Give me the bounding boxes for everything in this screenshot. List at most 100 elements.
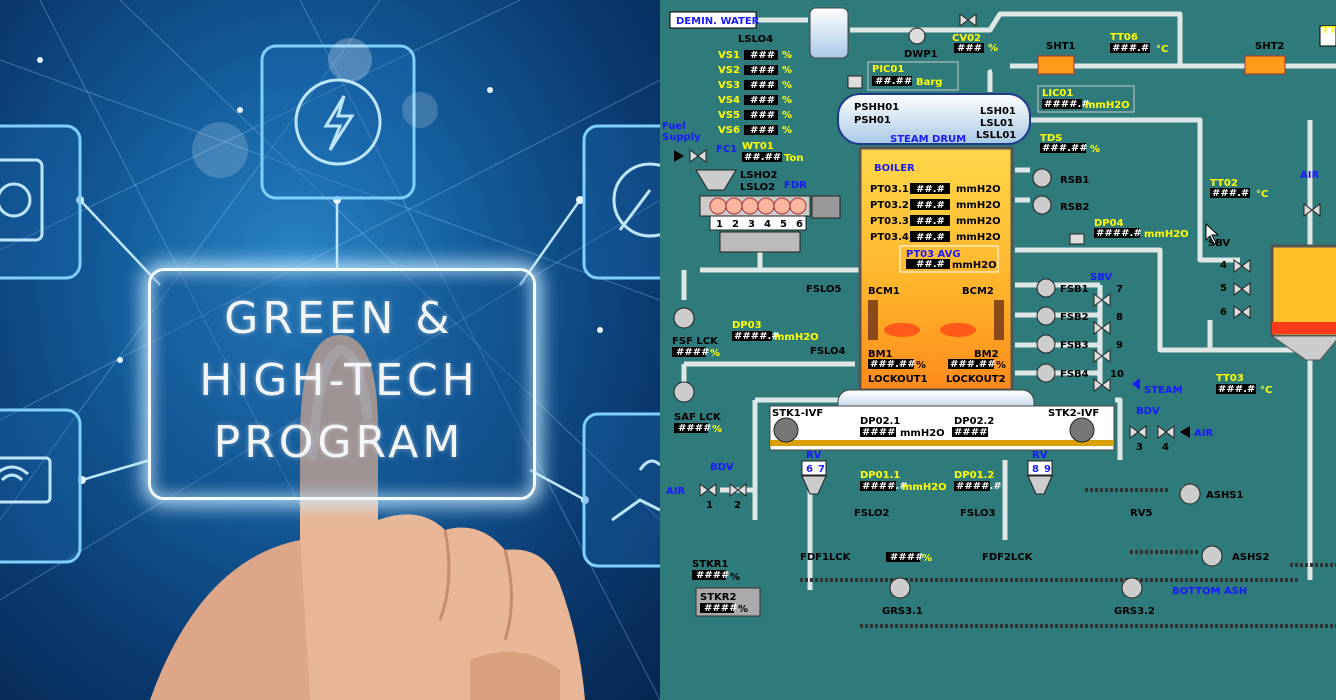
vs6-value: ### xyxy=(750,125,775,136)
network-background xyxy=(0,0,660,700)
dp021-unit: mmH2O xyxy=(900,428,945,439)
tt06-unit: °C xyxy=(1156,44,1168,55)
fslo4-label: FSLO4 xyxy=(810,346,846,357)
steam-drum-label: STEAM DRUM xyxy=(890,134,966,145)
pt-readings: PT03.1 PT03.2 PT03.3 PT03.4 ##.# ##.# ##… xyxy=(870,183,1001,243)
fslo5-label: FSLO5 xyxy=(806,284,842,295)
pt034-value: ##.# xyxy=(916,232,945,243)
tt02-value: ###.# xyxy=(1212,188,1249,199)
lic01-label: LIC01 xyxy=(1042,88,1073,99)
stkr1-value: #### xyxy=(696,570,730,581)
sht2-label: SHT2 xyxy=(1255,41,1284,52)
feeder-motor xyxy=(811,195,841,219)
sbv-num-4: 4 xyxy=(1220,260,1227,271)
dp011-unit: mmH2O xyxy=(902,482,947,493)
tt02-unit: °C xyxy=(1256,189,1268,200)
fdr-label: FDR xyxy=(784,180,807,191)
feeder-num-6: 6 xyxy=(796,219,803,230)
vs5-value: ### xyxy=(750,110,775,121)
fsf-lck-unit: % xyxy=(710,348,720,359)
stoker-roller-icon xyxy=(773,417,799,443)
vs5-unit: % xyxy=(782,110,792,121)
vs2-unit: % xyxy=(782,65,792,76)
pt032-label: PT03.2 xyxy=(870,200,909,211)
rsb2-fan-icon xyxy=(1032,195,1052,215)
feeder-num-2: 2 xyxy=(732,219,739,230)
fsf-lck-value: #### xyxy=(676,347,710,358)
saf-lck-unit: % xyxy=(712,424,722,435)
gear-icon xyxy=(0,158,44,242)
fc1-label: FC1 xyxy=(716,144,737,155)
dp022-value: ####.# xyxy=(954,427,1000,438)
fdf1lck-unit: % xyxy=(922,553,932,564)
saf-fan-icon xyxy=(673,381,695,403)
cv02-value: ### xyxy=(957,43,982,54)
tt06-value: ###.# xyxy=(1112,43,1149,54)
fslo3-label: FSLO3 xyxy=(960,508,996,519)
grs31-label: GRS3.1 xyxy=(882,606,923,617)
sbv-num-10: 10 xyxy=(1110,369,1124,380)
air-label-top: AIR xyxy=(1300,170,1319,181)
vs-list: VS1 VS2 VS3 VS4 VS5 VS6 ### ### ### ### … xyxy=(718,50,792,136)
pump-icon xyxy=(908,27,926,45)
fsb2-label: FSB2 xyxy=(1060,312,1089,323)
mouse-cursor-icon xyxy=(1205,222,1220,245)
pt031-unit: mmH2O xyxy=(956,184,1001,195)
wt01-value: ##.## xyxy=(744,152,781,163)
rsb2-label: RSB2 xyxy=(1060,202,1090,213)
saf-lck-label: SAF LCK xyxy=(674,412,722,423)
wifi-laptop-icon xyxy=(0,456,52,504)
fdf1lck-label: FDF1LCK xyxy=(800,552,852,563)
sbv-label-left: SBV xyxy=(1208,238,1230,249)
sht1-label: SHT1 xyxy=(1046,41,1075,52)
stkr2-label: STKR2 xyxy=(700,592,736,603)
rv5-label: RV5 xyxy=(1130,508,1152,519)
vs1-value: ### xyxy=(750,50,775,61)
dp012-value: ####.# xyxy=(956,481,1002,492)
valve-icon xyxy=(959,13,977,27)
pt031-label: PT03.1 xyxy=(870,184,909,195)
scada-boiler-hmi: DEMIN. WATER LSLO4 DWP1 CV02 ### % SHT1 … xyxy=(660,0,1336,700)
vs5-label: VS5 xyxy=(718,110,740,121)
feeder-num-5: 5 xyxy=(780,219,787,230)
ashs1-label: ASHS1 xyxy=(1206,490,1244,501)
ashs2-label: ASHS2 xyxy=(1232,552,1270,563)
pt033-value: ##.# xyxy=(916,216,945,227)
dp03-unit: mmH2O xyxy=(774,332,819,343)
pt034-unit: mmH2O xyxy=(956,232,1001,243)
lockout2-label: LOCKOUT2 xyxy=(946,374,1006,385)
fsb-group: FSB1 FSB2 FSB3 FSB4 xyxy=(1036,278,1089,383)
rv-label-1: RV xyxy=(806,450,822,461)
dp012-label: DP01.2 xyxy=(954,470,994,481)
dp011-value: ####.# xyxy=(862,481,908,492)
tt-partial-label: TT xyxy=(1322,25,1336,36)
pt031-value: ##.# xyxy=(916,184,945,195)
bm1-value: ###.## xyxy=(870,359,916,370)
dp021-label: DP02.1 xyxy=(860,416,900,427)
program-line-2: HIGH-TECH xyxy=(199,355,479,406)
tds-value: ###.## xyxy=(1042,143,1088,154)
pt03-avg-value: ##.# xyxy=(916,259,945,270)
vs3-label: VS3 xyxy=(718,80,740,91)
sbv-num-9: 9 xyxy=(1116,340,1123,351)
wt01-unit: Ton xyxy=(784,153,803,164)
sbv-num-8: 8 xyxy=(1116,312,1123,323)
rv-num-7: 7 xyxy=(818,464,825,475)
dwp1-label: DWP1 xyxy=(904,49,938,60)
fsf-lck-label: FSF LCK xyxy=(672,336,719,347)
lsl01-label: LSL01 xyxy=(980,118,1014,129)
feeder-num-1: 1 xyxy=(716,219,723,230)
fsb1-label: FSB1 xyxy=(1060,284,1089,295)
bdv-label-right: BDV xyxy=(1136,406,1160,417)
program-frame xyxy=(148,268,536,500)
pt033-unit: mmH2O xyxy=(956,216,1001,227)
pt032-value: ##.# xyxy=(916,200,945,211)
lic01-value: ####.# xyxy=(1044,99,1090,110)
vs6-label: VS6 xyxy=(718,125,740,136)
pic01-value: ##.## xyxy=(875,76,912,87)
steam-drum xyxy=(837,93,1031,145)
air-label-right: AIR xyxy=(1194,428,1213,439)
feeder-num-4: 4 xyxy=(764,219,771,230)
ashs2-pump-icon xyxy=(1201,545,1223,567)
dp021-value: ####.# xyxy=(862,427,908,438)
